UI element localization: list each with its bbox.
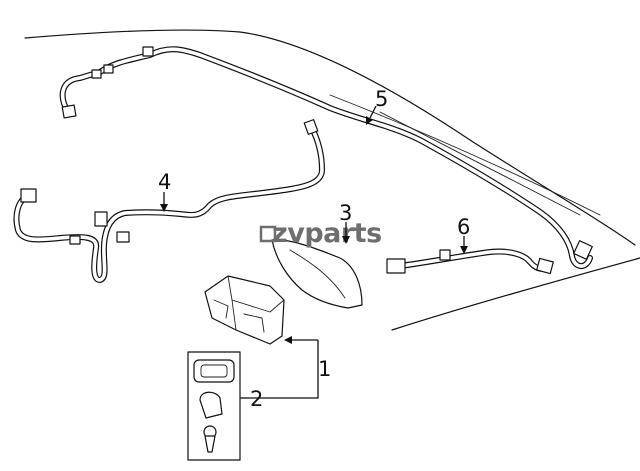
antenna-cover (271, 239, 363, 309)
hardware-kit-box (187, 351, 241, 461)
watermark-text: zvparts (272, 218, 382, 249)
small-wire-harness (386, 248, 554, 275)
rear-glass-outline (24, 29, 640, 331)
callout-5: 5 (375, 87, 388, 111)
leader-lines (160, 105, 468, 399)
callout-2: 2 (250, 387, 263, 411)
callout-6: 6 (457, 215, 470, 239)
callout-3: 3 (339, 201, 352, 225)
watermark: zvparts (259, 218, 382, 249)
antenna-module (204, 275, 285, 345)
upper-wire-harness (59, 46, 593, 269)
callout-4: 4 (158, 170, 171, 194)
left-wire-harness (13, 119, 325, 283)
callout-1: 1 (318, 357, 331, 381)
